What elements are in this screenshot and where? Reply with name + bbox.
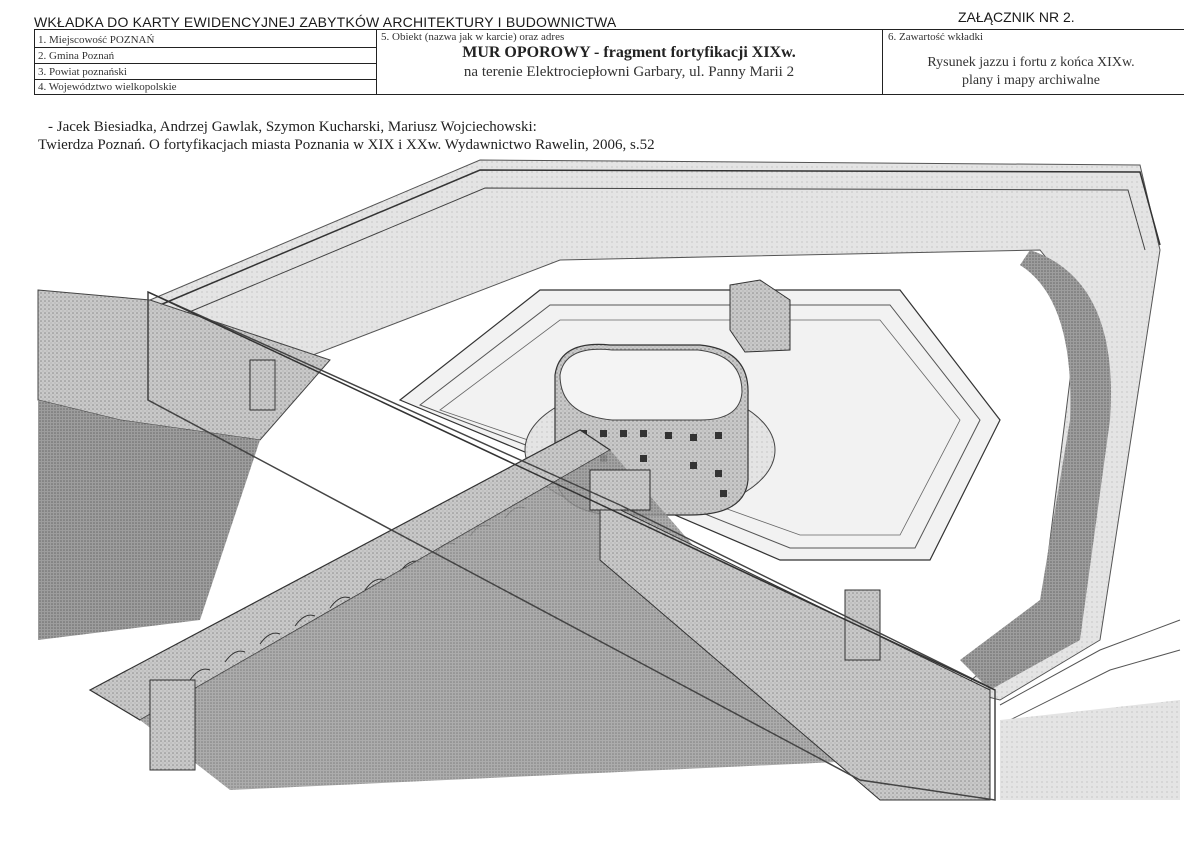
tower-left-wall: [249, 359, 276, 411]
section-plane: [147, 290, 996, 801]
contents-description: Rysunek jazzu i fortu z końca XIXw. plan…: [886, 54, 1176, 90]
field-divider: [34, 47, 376, 48]
left-earthwork-shadow: [38, 400, 260, 640]
retaining-wall-lower: [140, 450, 880, 790]
contents-line-1: Rysunek jazzu i fortu z końca XIXw.: [927, 55, 1135, 70]
column-divider: [376, 29, 377, 94]
annex-number: ZAŁĄCZNIK NR 2.: [958, 9, 1075, 25]
field-voivodeship: 4. Województwo wielkopolskie: [38, 81, 177, 93]
gate-tower-left: [149, 679, 196, 771]
rampart-outer: [159, 169, 1161, 306]
caponier-north: [729, 279, 791, 353]
object-title: MUR OPOROWY - fragment fortyfikacji XIXw…: [462, 44, 796, 61]
header-rule-top: [34, 29, 1184, 30]
object-address: na terenie Elektrociepłowni Garbary, ul.…: [463, 64, 795, 80]
field-divider: [34, 63, 376, 64]
field-commune: 2. Gmina Poznań: [38, 50, 115, 62]
field-divider: [34, 79, 376, 80]
column-divider: [882, 29, 883, 94]
bibliography: - Jacek Biesiadka, Andrzej Gawlak, Szymo…: [38, 118, 655, 154]
retaining-wall-right: [599, 499, 991, 801]
column-divider: [34, 29, 35, 94]
water-moat: [960, 250, 1111, 690]
glacis-lower-right: [1000, 700, 1180, 800]
rampart-inner: [174, 187, 1146, 319]
gate-tower-keep: [589, 469, 651, 511]
bibliography-authors: - Jacek Biesiadka, Andrzej Gawlak, Szymo…: [48, 119, 537, 135]
bibliography-source: Twierdza Poznań. O fortyfikacjach miasta…: [38, 137, 655, 153]
field-county: 3. Powiat poznański: [38, 66, 127, 78]
glacis-lines: [1009, 649, 1181, 721]
keep-roof: [559, 348, 743, 421]
document-title: WKŁADKA DO KARTY EWIDENCYJNEJ ZABYTKÓW A…: [34, 14, 617, 30]
glacis-lines: [999, 619, 1181, 706]
contents-line-2: plany i mapy archiwalne: [961, 73, 1100, 88]
field-locality: 1. Miejscowość POZNAŃ: [38, 34, 155, 46]
section-diagonal: [147, 291, 996, 691]
contents-caption: 6. Zawartość wkładki: [888, 31, 983, 43]
header-rule-bottom: [34, 94, 1184, 95]
object-caption: 5. Obiekt (nazwa jak w karcie) oraz adre…: [381, 31, 565, 43]
